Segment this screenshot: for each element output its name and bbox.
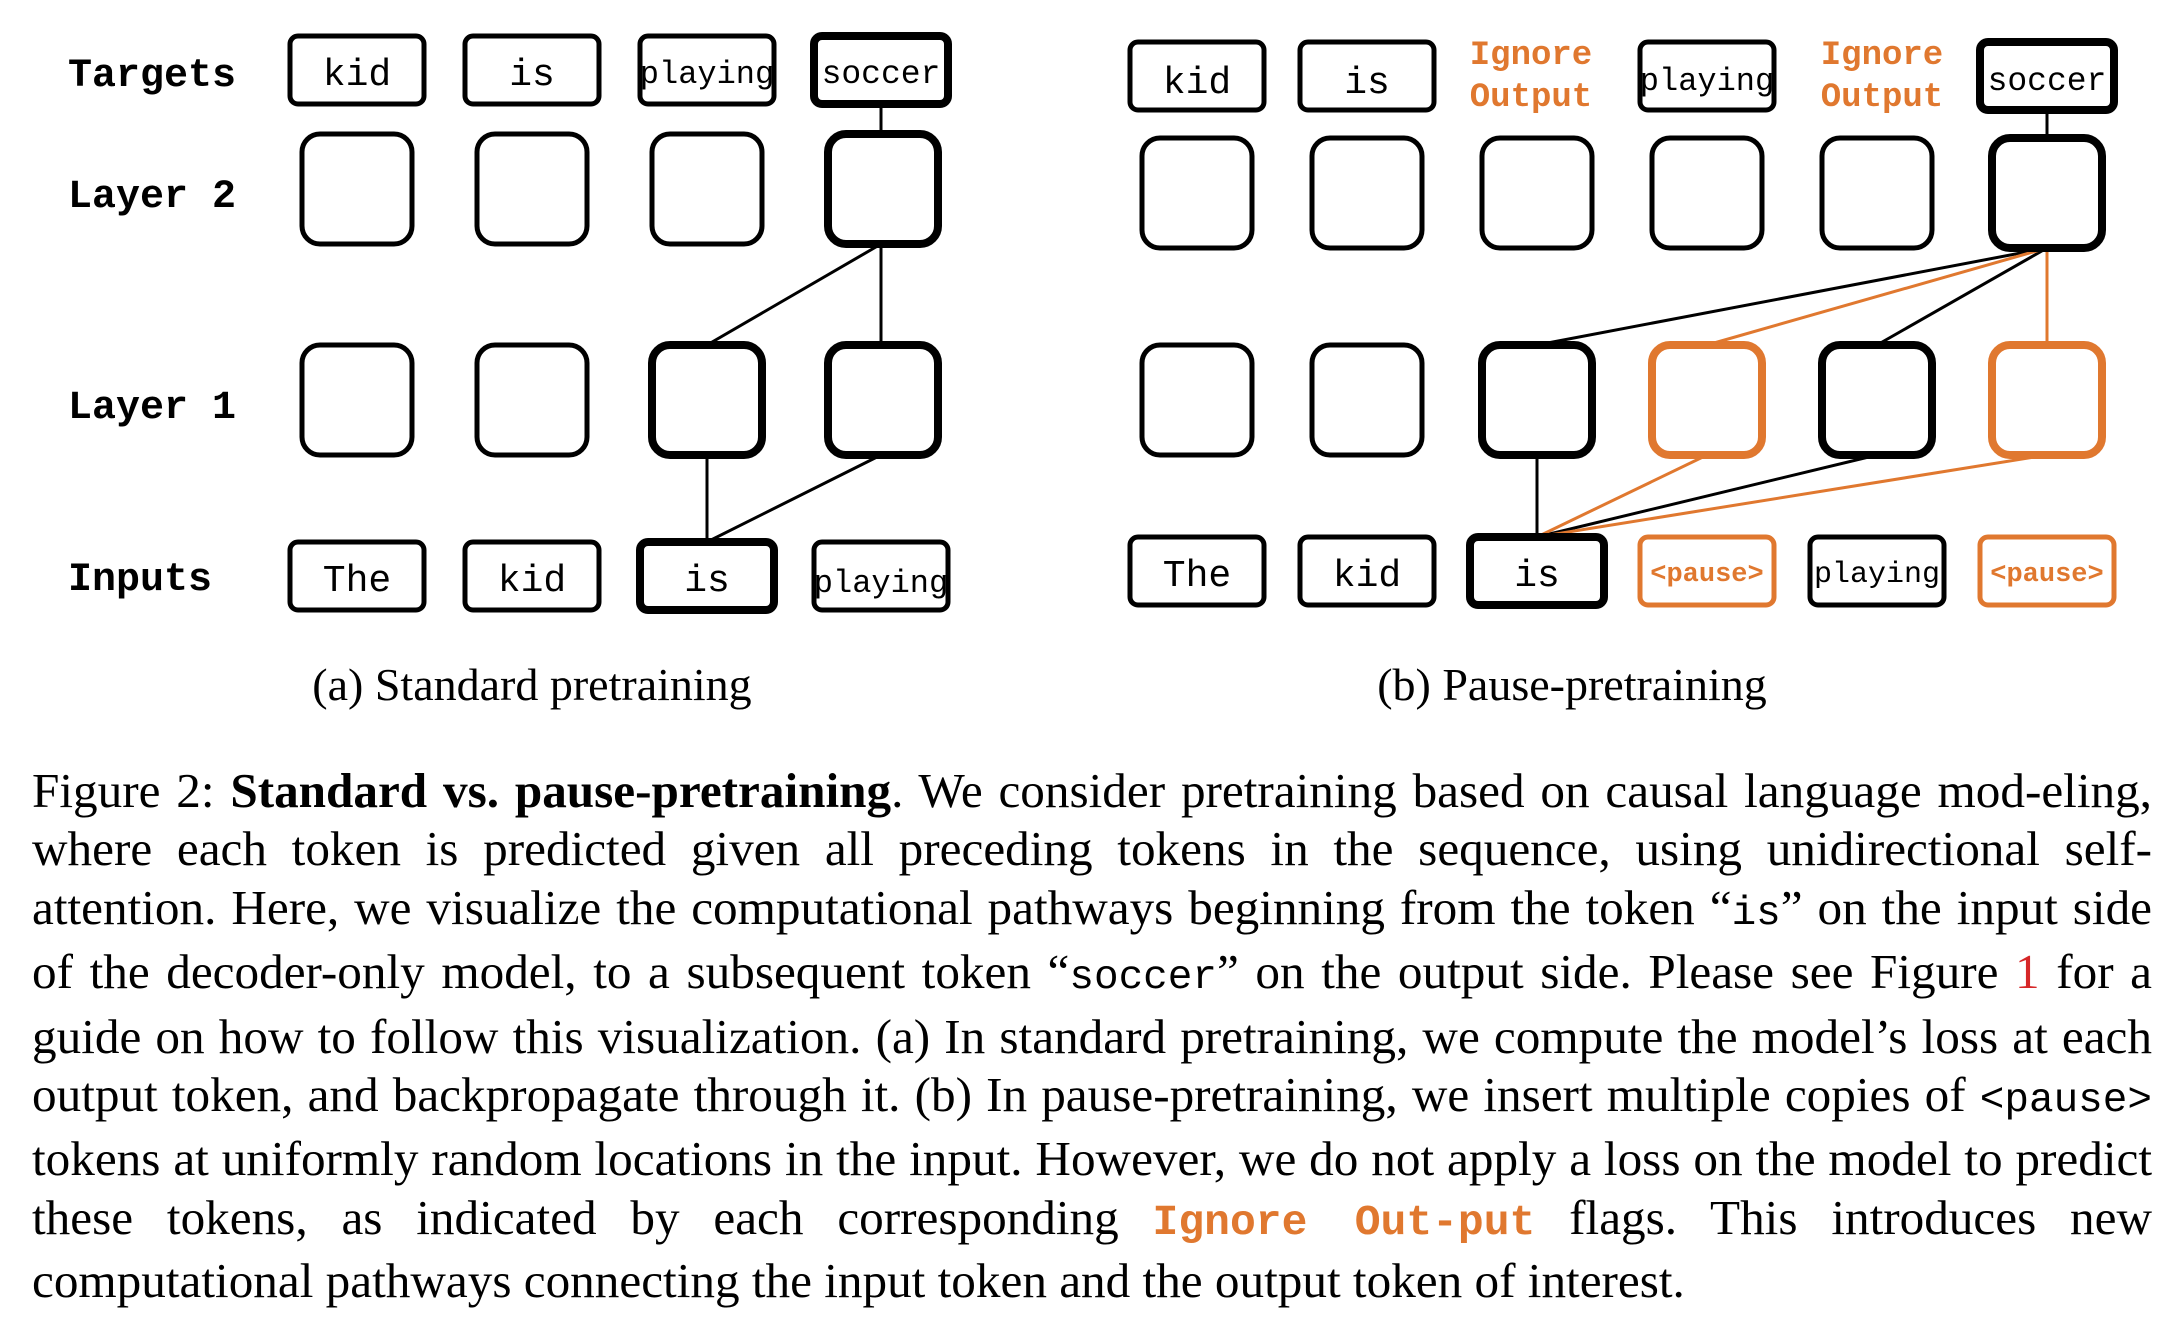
hidden-unit-active — [1988, 134, 2106, 252]
target-token: is — [1344, 62, 1390, 105]
input-box — [1807, 534, 1947, 608]
pause-token: <pause> — [1990, 560, 2103, 590]
input-box — [462, 539, 602, 613]
input-box — [811, 539, 951, 613]
target-token: soccer — [1988, 63, 2107, 100]
target-box-soccer — [810, 32, 952, 108]
attention-pathway-line — [706, 453, 882, 544]
figure-reference-link[interactable]: 1 — [2015, 944, 2040, 1000]
row-label-layer-2: Layer 2 — [68, 175, 236, 220]
input-token: The — [323, 560, 391, 603]
target-token: playing — [640, 56, 774, 93]
input-token: kid — [498, 560, 566, 603]
input-token: is — [684, 560, 730, 603]
hidden-unit — [649, 131, 765, 247]
input-box-is — [636, 538, 778, 614]
target-token: soccer — [822, 56, 941, 93]
caption-text: flags. This introduces new computational… — [32, 1189, 2152, 1309]
target-box — [287, 33, 427, 107]
target-box-soccer — [1976, 38, 2118, 114]
attention-pathway-line — [1876, 246, 2048, 347]
panel-a-layer-2 — [299, 130, 942, 248]
hidden-unit — [474, 131, 590, 247]
pathway-lines — [705, 104, 2049, 544]
hidden-unit-active — [824, 130, 942, 248]
attention-pathway-line — [706, 242, 882, 347]
panel-b-layer-2 — [1139, 134, 2106, 252]
panel-a-targets: kid is playing soccer — [287, 32, 952, 108]
panel-b-inputs: The kid is <pause> playing <pause> — [1127, 533, 2117, 609]
row-label-inputs: Inputs — [68, 558, 212, 603]
caption-text: for a guide on how to follow this visual… — [32, 944, 2153, 1123]
panel-a-inputs: The kid is playing — [287, 538, 951, 614]
target-token: is — [509, 54, 555, 97]
input-box — [1127, 534, 1267, 608]
target-token: kid — [1163, 62, 1231, 105]
hidden-unit — [299, 342, 415, 458]
hidden-unit-active — [1818, 341, 1936, 459]
target-token: kid — [323, 54, 391, 97]
input-token: is — [1514, 555, 1560, 598]
pause-input-box — [1977, 534, 2117, 608]
caption-text: tokens at uniformly random locations in … — [32, 1131, 2152, 1245]
caption-title: Standard vs. pause-pretraining — [230, 763, 892, 818]
input-token: kid — [1333, 555, 1401, 598]
input-box — [1297, 534, 1437, 608]
hidden-unit — [1309, 342, 1425, 458]
input-token: playing — [1814, 558, 1940, 592]
hidden-unit — [1649, 135, 1765, 251]
attention-pathway-line — [1706, 246, 2048, 347]
target-token: playing — [1640, 63, 1774, 100]
pause-token: <pause> — [1650, 560, 1763, 590]
panel-a-subtitle: (a) Standard pretraining — [312, 659, 751, 710]
caption-token-is: is — [1731, 890, 1781, 937]
caption-figure-label: Figure 2: — [32, 763, 231, 818]
panel-a-layer-1 — [299, 341, 942, 459]
caption-ignore-output-flag: Ignore Out-put — [1152, 1197, 1536, 1247]
caption-token-soccer: soccer — [1069, 955, 1217, 1002]
target-box — [1297, 39, 1437, 113]
row-label-targets: Targets — [68, 54, 236, 99]
figure-caption: Figure 2: Standard vs. pause-pretraining… — [32, 762, 2152, 1311]
hidden-unit-active — [1478, 341, 1596, 459]
target-box — [637, 33, 777, 107]
row-label-layer-1: Layer 1 — [68, 386, 236, 431]
hidden-unit-active — [824, 341, 942, 459]
caption-text: ” on the input side of the decoder-only … — [32, 879, 2152, 1000]
input-box-is — [1466, 533, 1608, 609]
pause-input-box — [1637, 534, 1777, 608]
hidden-unit — [1819, 135, 1935, 251]
target-box — [1637, 39, 1777, 113]
target-box — [1127, 39, 1267, 113]
hidden-unit — [1139, 342, 1255, 458]
hidden-unit — [1309, 135, 1425, 251]
hidden-unit — [299, 131, 415, 247]
caption-text: ” on the output side. Please see Figure — [1217, 944, 2016, 1000]
pause-hidden-unit — [1988, 341, 2106, 459]
hidden-unit — [474, 342, 590, 458]
hidden-unit-active — [648, 341, 766, 459]
hidden-unit — [1479, 135, 1595, 251]
panel-b-layer-1 — [1139, 341, 2106, 459]
input-token: playing — [814, 565, 948, 602]
attention-pathway-line — [1536, 246, 2048, 347]
input-token: The — [1163, 555, 1231, 598]
panel-b-subtitle: (b) Pause-pretraining — [1377, 659, 1767, 710]
caption-text: . We consider pretraining based on causa… — [32, 763, 2152, 935]
attention-pathway-line — [1536, 453, 2048, 539]
caption-token-pause: <pause> — [1979, 1078, 2152, 1125]
attention-pathway-line — [1536, 453, 1708, 539]
pause-hidden-unit — [1648, 341, 1766, 459]
attention-pathway-line — [1536, 453, 1878, 539]
panel-a: kid is playing soccer The — [287, 32, 952, 710]
hidden-unit — [1139, 135, 1255, 251]
target-box — [462, 33, 602, 107]
input-box — [287, 539, 427, 613]
